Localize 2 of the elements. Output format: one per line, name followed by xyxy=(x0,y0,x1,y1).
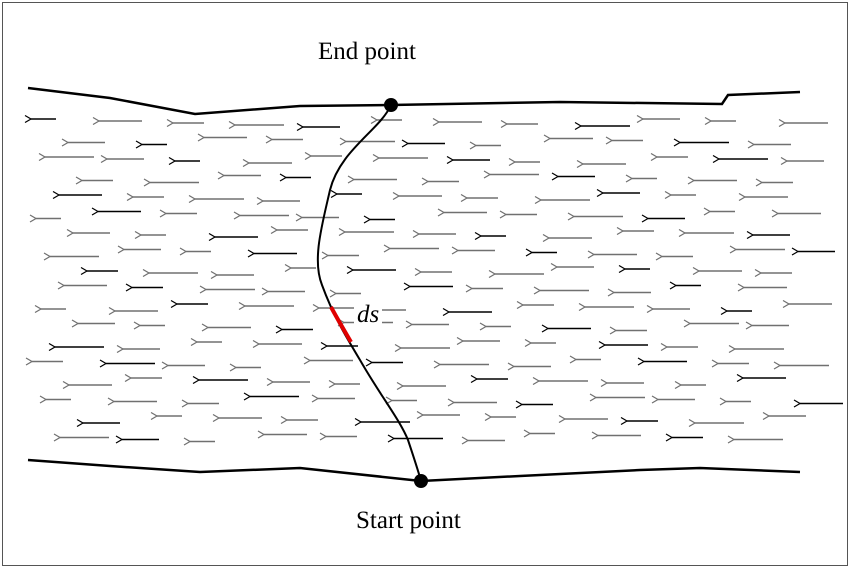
point-label: Start point xyxy=(356,507,461,535)
point-label: End point xyxy=(318,38,416,66)
